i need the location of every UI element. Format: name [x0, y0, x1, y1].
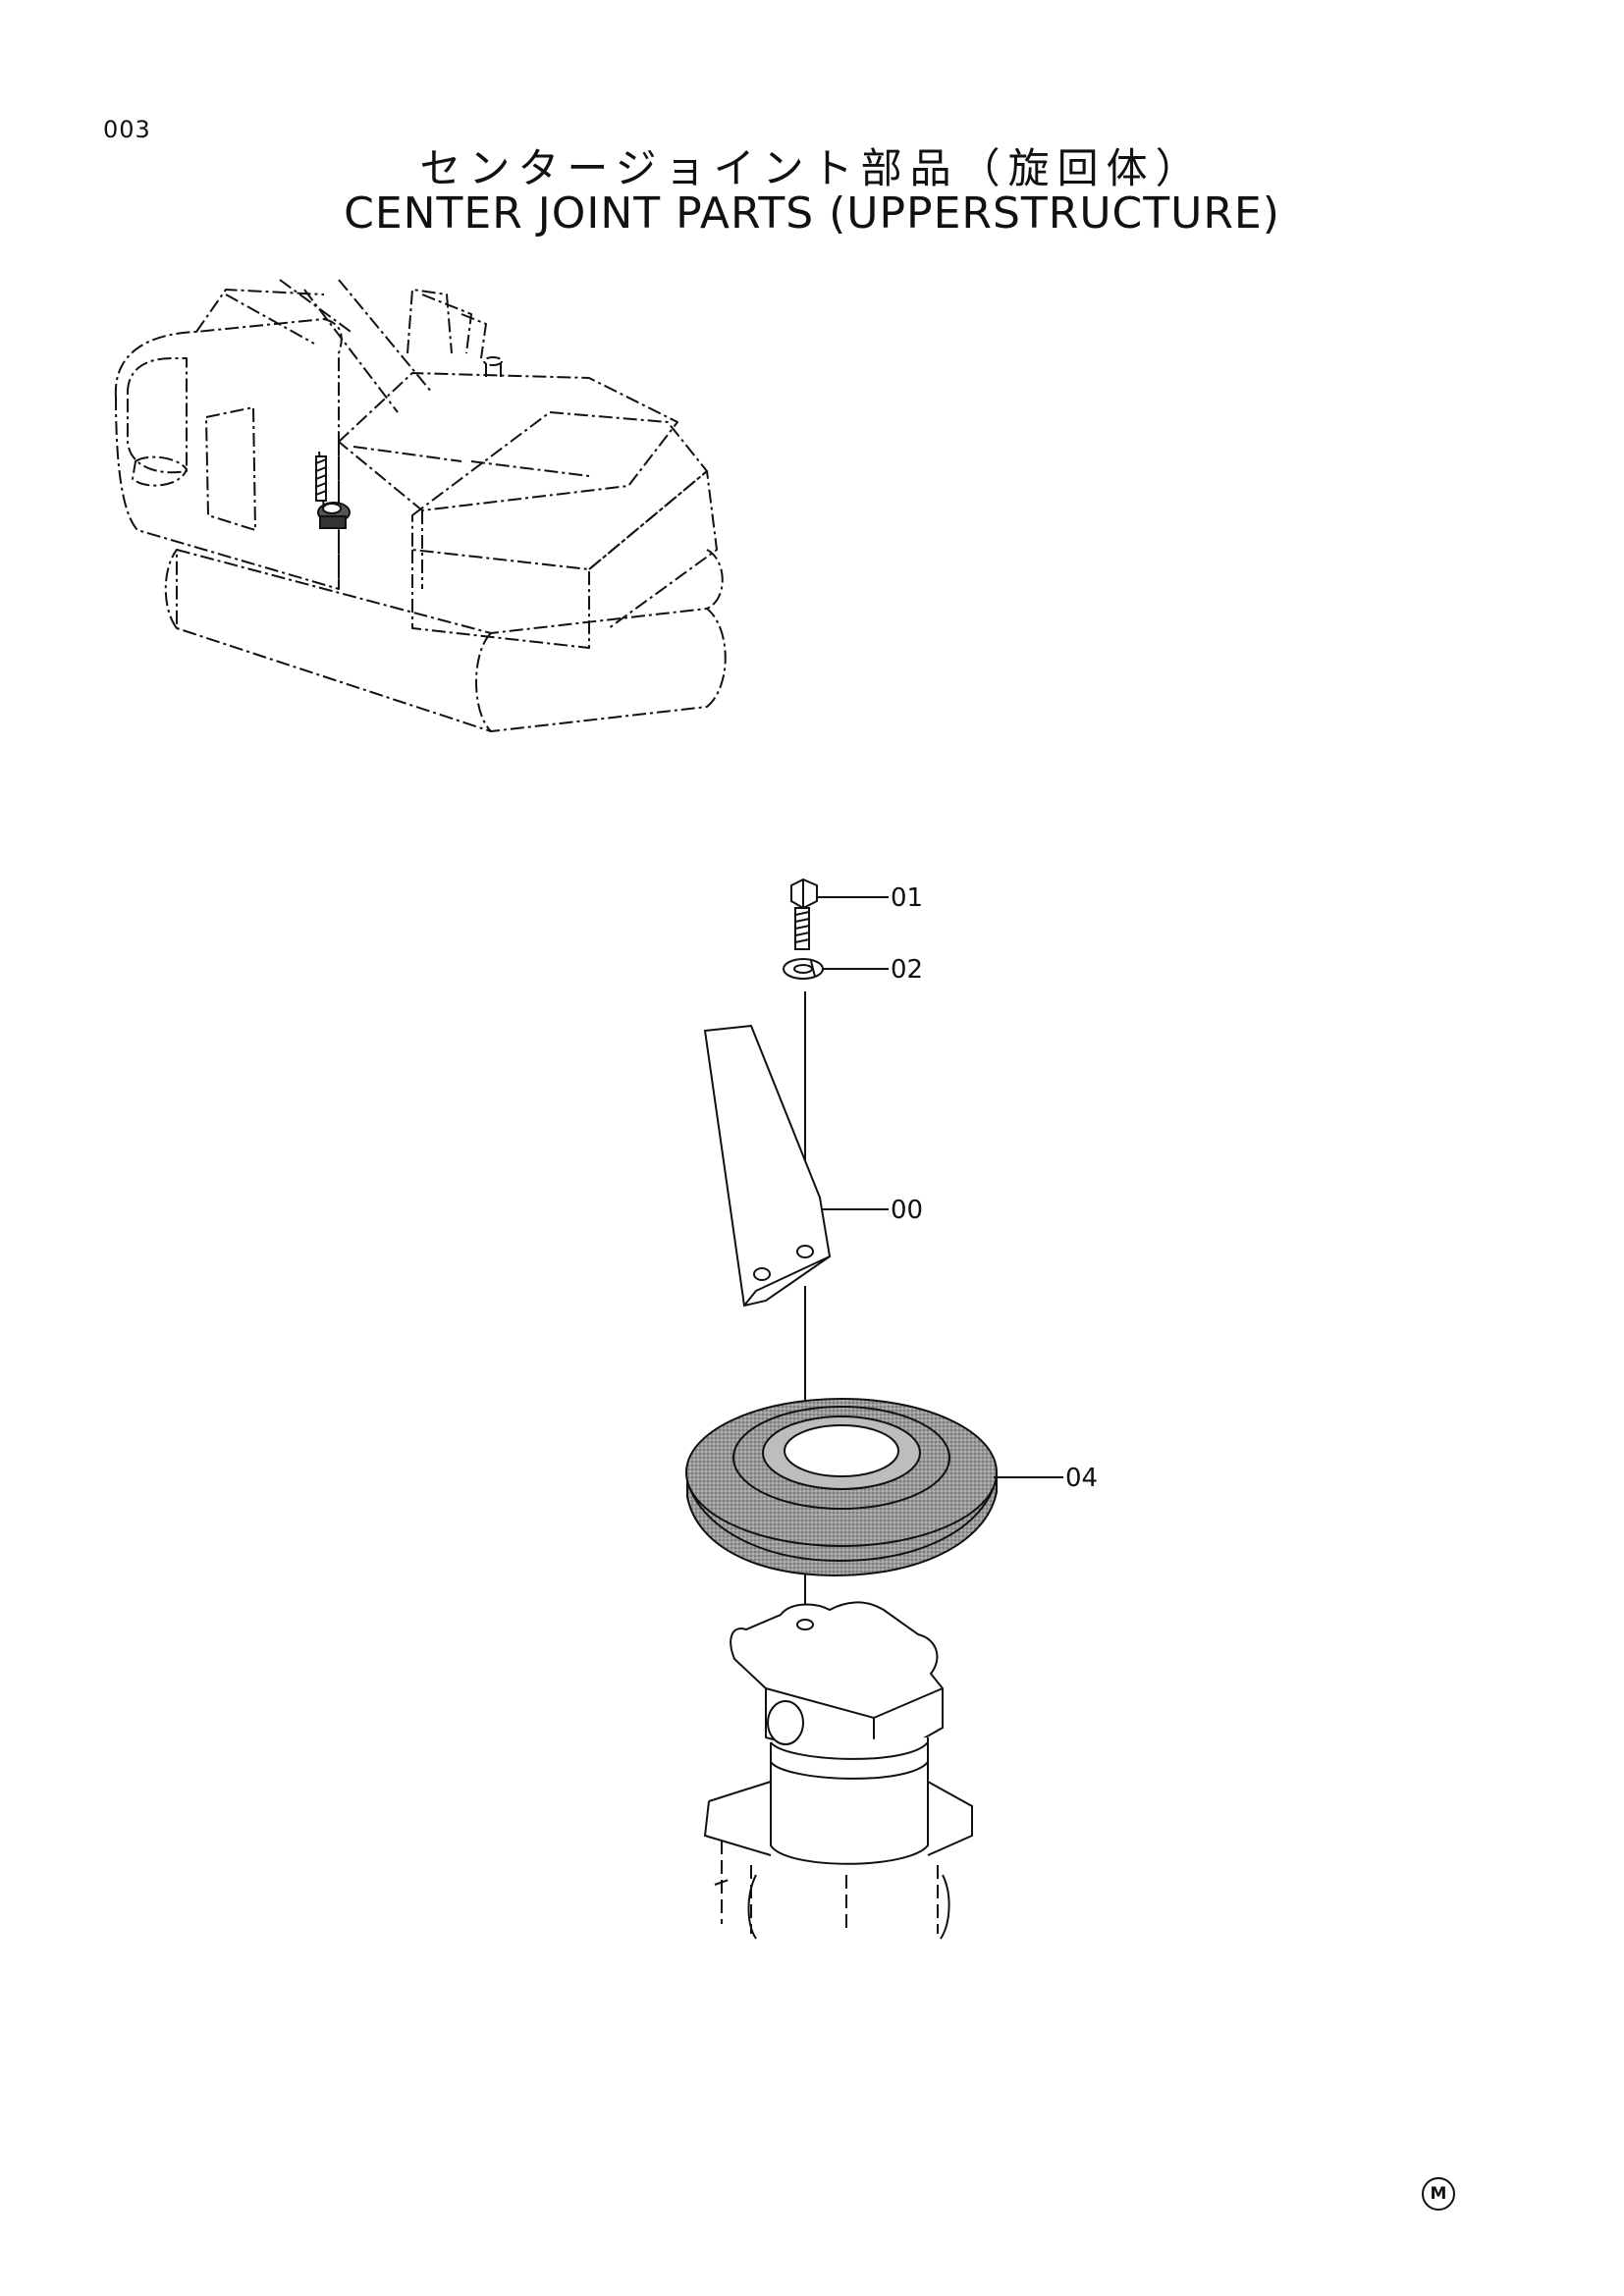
- machine-overview: [114, 279, 727, 732]
- page-code: 003: [103, 116, 151, 143]
- callout-04: 04: [994, 1464, 1098, 1493]
- callout-label-00: 00: [891, 1196, 923, 1225]
- center-joint-body: [703, 1601, 973, 1940]
- bolt-part: [790, 878, 818, 950]
- seal-ring-part: [685, 1398, 998, 1577]
- bracket-plate-part: [703, 1024, 832, 1308]
- callout-label-04: 04: [1065, 1464, 1098, 1493]
- callout-label-01: 01: [891, 883, 923, 913]
- callout-01: 01: [817, 883, 923, 913]
- center-joint-marker: [315, 451, 351, 529]
- center-joint-body-continuation: [714, 1841, 939, 1934]
- page-title-english: CENTER JOINT PARTS (UPPERSTRUCTURE): [344, 188, 1280, 239]
- callout-00: 00: [823, 1196, 923, 1225]
- callout-label-02: 02: [891, 955, 923, 985]
- callout-02: 02: [823, 955, 923, 985]
- washer-part: [783, 958, 824, 980]
- page-title-japanese: センタージョイント部品（旋回体）: [419, 144, 1205, 192]
- registered-mark: M: [1422, 2177, 1455, 2211]
